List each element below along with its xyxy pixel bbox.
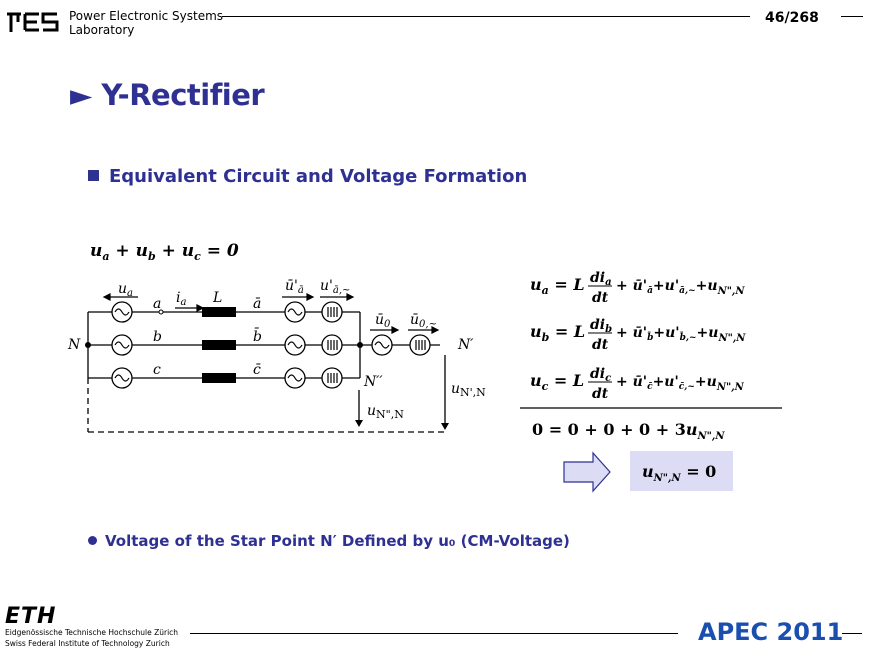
bullet-dot-icon (88, 536, 97, 545)
title-text: Y-Rectifier (101, 78, 265, 112)
svg-text:c̄: c̄ (253, 362, 261, 378)
bullet-text: Voltage of the Star Point N′ Defined by … (105, 532, 570, 550)
svg-text:+ ū'c̄+u'c̄,~+uN",N: + ū'c̄+u'c̄,~+uN",N (616, 374, 745, 393)
svg-text:ū'ā: ū'ā (285, 278, 304, 296)
square-bullet-icon (88, 170, 99, 181)
svg-text:uc = L: uc = L (530, 371, 584, 393)
eth-name-german: Eidgenössische Technische Hochschule Zür… (5, 628, 179, 637)
header-rule (222, 16, 750, 17)
svg-text:ia: ia (176, 290, 186, 308)
svg-text:uN",N: uN",N (367, 403, 404, 421)
title-marker: ► (70, 78, 92, 112)
svg-text:dib: dib (590, 317, 612, 335)
svg-text:ū0: ū0 (375, 312, 391, 330)
svg-text:ub = L: ub = L (530, 322, 585, 344)
phase-c-label: c (153, 362, 161, 378)
phase-b-label: b (153, 329, 162, 345)
y-rectifier-circuit: ua + ub + uc = 0 (67, 241, 486, 433)
footer-rule-right (842, 633, 862, 634)
conference-logo: APEC 2011 (698, 618, 844, 646)
result-box: uN",N = 0 (630, 451, 733, 491)
phase-equations: ua = L dia dt + ū'ā+u'ā,~+uN",N ub = L d… (520, 270, 782, 442)
svg-text:dt: dt (592, 386, 609, 402)
slide-title: ► Y-Rectifier (70, 78, 265, 112)
svg-text:uN",N = 0: uN",N = 0 (642, 462, 716, 484)
lab-name-line1: Power Electronic Systems (69, 9, 224, 23)
inductor-label: L (212, 290, 222, 306)
footer-rule (190, 633, 678, 634)
phase-a-label: a (153, 296, 161, 312)
node-Ndprime-label: N′′ (363, 374, 383, 390)
section-heading-text: Equivalent Circuit and Voltage Formation (109, 166, 528, 187)
page-number: 46/268 (765, 10, 819, 26)
bullet-item: Voltage of the Star Point N′ Defined by … (88, 532, 570, 550)
node-Nprime-label: N′ (457, 337, 474, 353)
sum-equation: ua + ub + uc = 0 (90, 241, 239, 263)
svg-text:ū0,~: ū0,~ (410, 312, 437, 330)
svg-text:ua: ua (118, 281, 133, 299)
svg-text:ā: ā (253, 296, 261, 312)
svg-text:+ ū'b̄+u'b̄,~+uN",N: + ū'b̄+u'b̄,~+uN",N (616, 325, 746, 344)
svg-text:+ ū'ā+u'ā,~+uN",N: + ū'ā+u'ā,~+uN",N (616, 278, 745, 297)
pes-logo (5, 10, 63, 38)
svg-text:u'ā,~: u'ā,~ (320, 278, 350, 296)
lab-name-line2: Laboratory (69, 23, 135, 37)
svg-text:dic: dic (590, 366, 611, 384)
svg-text:uN',N: uN',N (451, 381, 486, 399)
implies-arrow-icon (563, 451, 611, 493)
svg-text:dt: dt (592, 337, 609, 353)
header-rule-right (841, 16, 863, 17)
eth-name-english: Swiss Federal Institute of Technology Zu… (5, 639, 170, 648)
svg-text:b̄: b̄ (253, 327, 262, 345)
node-N-label: N (67, 337, 81, 353)
eth-logo: ETH (5, 604, 57, 629)
section-heading: Equivalent Circuit and Voltage Formation (88, 166, 527, 187)
svg-text:dia: dia (590, 270, 612, 288)
svg-text:0 = 0 + 0 + 0 + 3uN",: 0 = 0 + 0 + 0 + 3uN",N (532, 420, 725, 442)
svg-text:dt: dt (592, 290, 609, 306)
svg-text:ua = L: ua = L (530, 275, 585, 297)
